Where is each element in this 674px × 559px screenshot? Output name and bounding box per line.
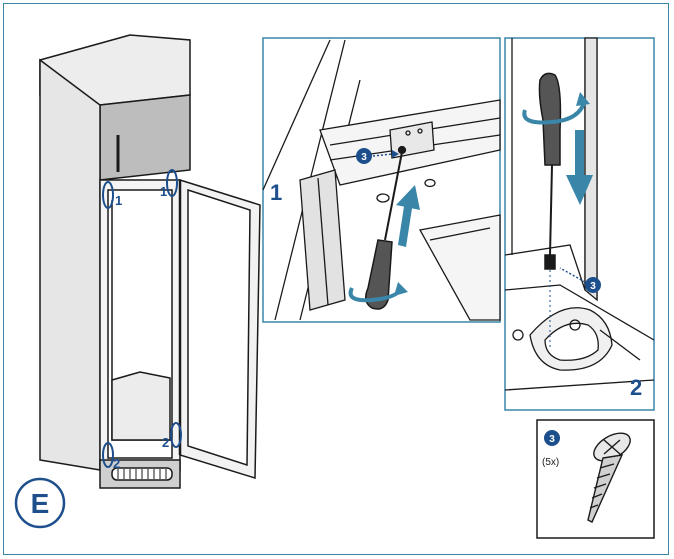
up-arrow-detail-1 [396, 185, 420, 247]
hinge-label-top-left: 1 [115, 193, 122, 208]
section-letter: E [31, 488, 50, 519]
svg-text:3: 3 [361, 152, 367, 163]
detail-2-panel: 3 2 [504, 37, 655, 411]
hinge-label-top-right: 1 [160, 184, 167, 199]
cabinet-overview [39, 34, 261, 489]
screw-icon [587, 432, 631, 523]
part-number-badge [544, 430, 560, 446]
screw-callout-detail-1: 3 [356, 148, 399, 164]
upper-cabinet-panel [99, 94, 191, 181]
section-badge: E [14, 477, 66, 529]
screw-callout-detail-2: 3 [549, 267, 601, 348]
down-arrow-detail-2 [566, 130, 593, 205]
hinge-label-bottom-right: 2 [162, 435, 169, 450]
plinth-grille [117, 469, 167, 479]
hinge-markers [102, 169, 182, 468]
hinge-marker-bottom-left [102, 442, 114, 468]
part-number: 3 [549, 434, 555, 445]
hinge-marker-top-right [166, 169, 178, 197]
rotation-arrow-detail-2 [522, 99, 587, 125]
screwdriver-icon-detail-1 [365, 151, 403, 310]
diagram-frame [3, 3, 669, 555]
detail-1-panel: 3 1 [262, 37, 501, 323]
svg-text:3: 3 [590, 281, 596, 292]
step-number-2: 2 [630, 375, 642, 400]
parts-box: 3 (5x) [536, 419, 655, 539]
hinge-label-bottom-left: 2 [113, 456, 120, 471]
step-number-1: 1 [270, 180, 282, 205]
hinge-marker-bottom-right [170, 422, 182, 448]
hinge-marker-top-left [102, 181, 114, 209]
screwdriver-icon-detail-2 [538, 72, 562, 270]
part-quantity: (5x) [542, 457, 559, 468]
